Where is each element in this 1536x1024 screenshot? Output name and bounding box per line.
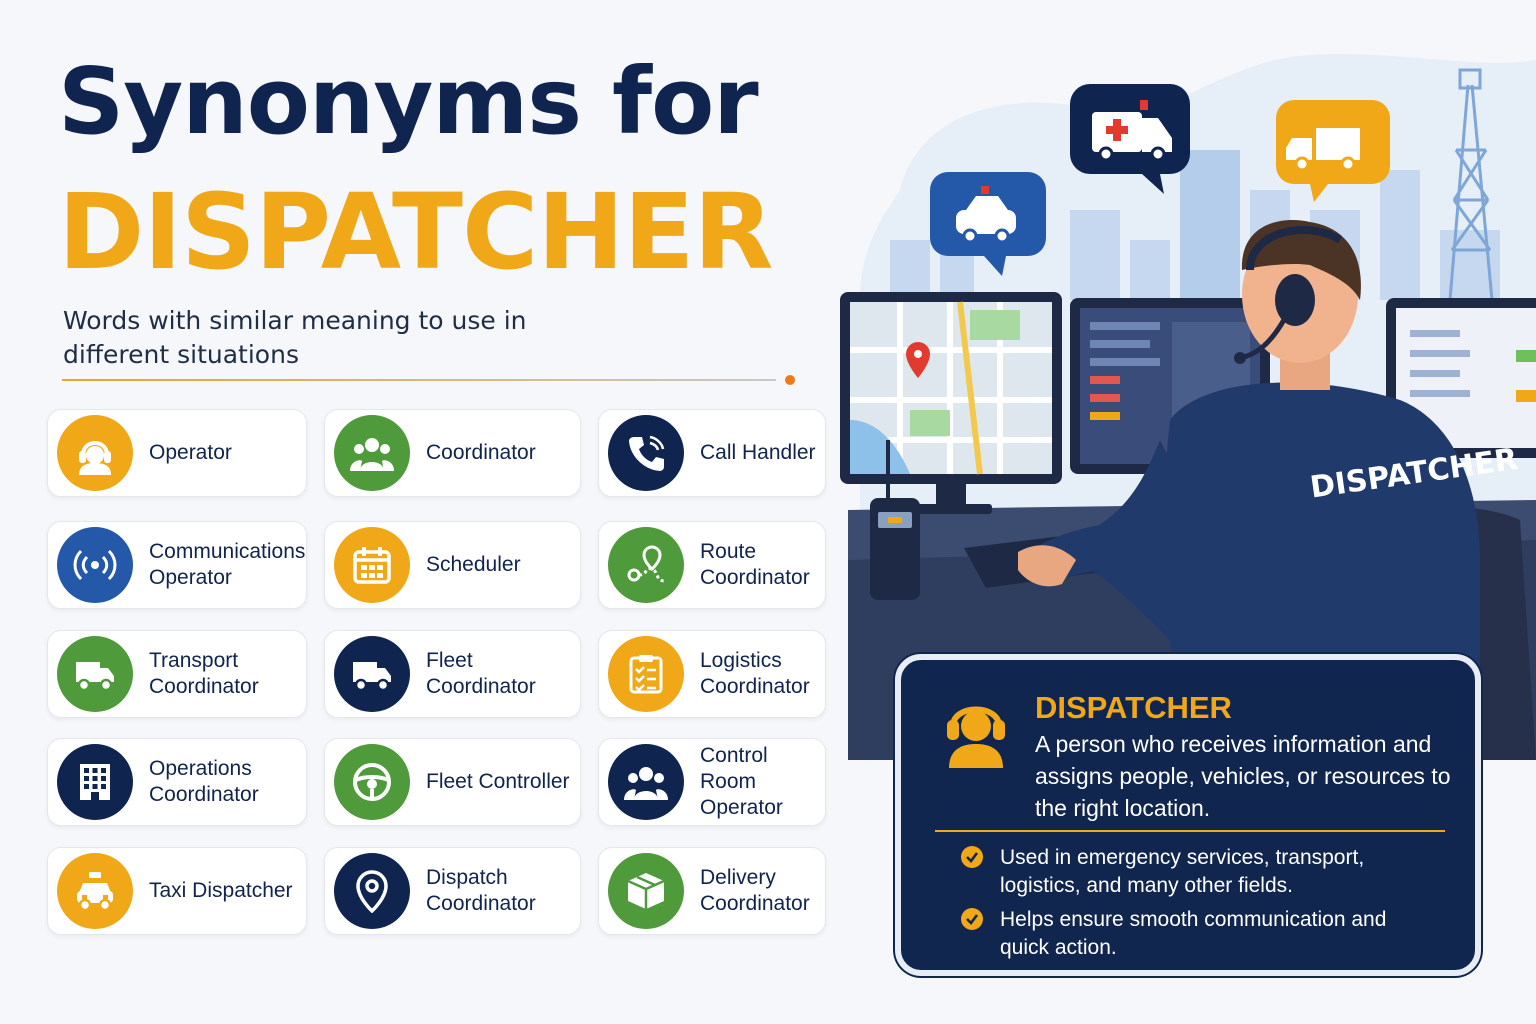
definition-card: DISPATCHER A person who receives informa… [895, 654, 1481, 976]
police-car-bubble-icon [930, 172, 1046, 276]
synonym-card-logistics-coordinator: Logistics Coordinator [598, 630, 826, 718]
synonym-label: Transport Coordinator [149, 649, 259, 698]
synonym-label: Control Room Operator [700, 744, 783, 819]
synonym-card-coordinator: Coordinator [324, 409, 581, 497]
radio-tower-icon [1448, 68, 1494, 301]
truck-bubble-icon [1276, 100, 1390, 202]
synonym-label: Operations Coordinator [149, 757, 259, 806]
divider-dot [785, 375, 795, 385]
divider-line [62, 379, 776, 381]
truck-icon [334, 636, 410, 712]
synonym-card-operations-coordinator: Operations Coordinator [47, 738, 307, 826]
walkie-talkie-icon [870, 440, 920, 600]
check-icon [961, 908, 983, 930]
synonym-label: Dispatch Coordinator [426, 866, 536, 915]
synonym-label: Operator [149, 441, 232, 464]
definition-term: DISPATCHER [1035, 690, 1232, 725]
synonym-card-taxi-dispatcher: Taxi Dispatcher [47, 847, 307, 935]
steering-wheel-icon [334, 744, 410, 820]
synonym-card-transport-coordinator: Transport Coordinator [47, 630, 307, 718]
definition-bullet: Helps ensure smooth communication and qu… [961, 906, 1431, 962]
headset-person-icon [57, 415, 133, 491]
definition-text: A person who receives information and as… [1035, 731, 1451, 821]
ambulance-bubble-icon [1070, 84, 1190, 194]
page-title-keyword: DISPATCHER [58, 171, 773, 293]
building-icon [57, 744, 133, 820]
definition-bullet-text: Used in emergency services, transport, l… [1000, 846, 1365, 897]
taxi-icon [57, 853, 133, 929]
synonym-card-communications-operator: Communications Operator [47, 521, 307, 609]
definition-bullet: Used in emergency services, transport, l… [961, 844, 1431, 900]
synonym-label: Scheduler [426, 553, 521, 576]
synonym-label: Fleet Coordinator [426, 649, 536, 698]
group-icon [334, 415, 410, 491]
synonym-label: Taxi Dispatcher [149, 879, 293, 902]
synonym-label: Coordinator [426, 441, 536, 464]
synonym-label: Route Coordinator [700, 540, 810, 589]
page-title-line1: Synonyms for [58, 48, 759, 155]
synonym-card-operator: Operator [47, 409, 307, 497]
definition-bullet-text: Helps ensure smooth communication and qu… [1000, 908, 1387, 959]
synonym-card-call-handler: Call Handler [598, 409, 826, 497]
synonym-card-dispatch-coordinator: Dispatch Coordinator [324, 847, 581, 935]
group-icon [608, 744, 684, 820]
synonym-label: Delivery Coordinator [700, 866, 810, 915]
check-icon [961, 846, 983, 868]
radio-waves-icon [57, 527, 133, 603]
synonym-label: Fleet Controller [426, 770, 570, 793]
page-subtitle: Words with similar meaning to use in dif… [63, 306, 527, 369]
headset-person-icon [947, 706, 1005, 768]
truck-icon [57, 636, 133, 712]
synonym-card-fleet-coordinator: Fleet Coordinator [324, 630, 581, 718]
definition-bullets: Used in emergency services, transport, l… [961, 844, 1431, 968]
definition-divider [935, 830, 1445, 832]
synonym-card-route-coordinator: Route Coordinator [598, 521, 826, 609]
calendar-icon [334, 527, 410, 603]
phone-icon [608, 415, 684, 491]
clipboard-checklist-icon [608, 636, 684, 712]
dispatcher-illustration: DISPATCHER [840, 54, 1536, 760]
map-monitor [840, 292, 1062, 514]
synonym-card-control-room-operator: Control Room Operator [598, 738, 826, 826]
map-pin-icon [334, 853, 410, 929]
synonym-card-fleet-controller: Fleet Controller [324, 738, 581, 826]
synonym-label: Communications Operator [149, 540, 306, 589]
synonym-card-delivery-coordinator: Delivery Coordinator [598, 847, 826, 935]
synonym-label: Logistics Coordinator [700, 649, 810, 698]
synonym-card-scheduler: Scheduler [324, 521, 581, 609]
synonym-label: Call Handler [700, 441, 816, 464]
route-pin-icon [608, 527, 684, 603]
package-icon [608, 853, 684, 929]
